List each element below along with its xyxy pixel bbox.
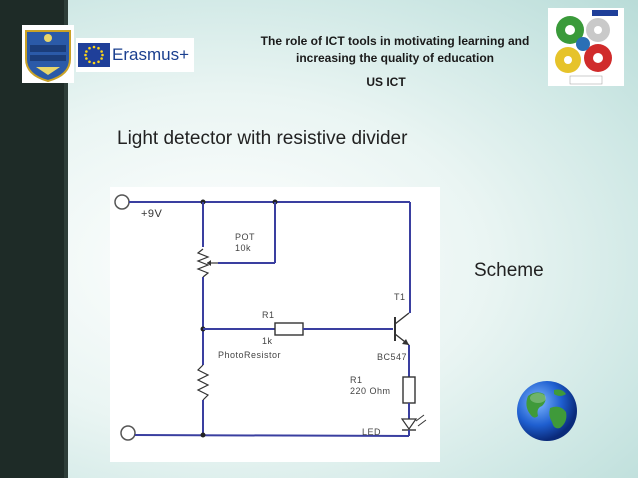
led-resistor-value-label: 220 Ohm	[350, 386, 391, 396]
dacia-pitesti-crest-icon	[22, 25, 74, 83]
ground-terminal	[120, 425, 136, 441]
globe-icon	[514, 378, 580, 444]
led-label: LED	[362, 427, 382, 437]
header-title-line-2: increasing the quality of education	[295, 51, 495, 65]
pot-label: POT	[235, 232, 256, 242]
sidebar-accent-stripe	[64, 0, 68, 478]
supply-voltage-label: +9V	[141, 208, 163, 220]
photoresistor-symbol	[196, 364, 210, 401]
slide-title: Light detector with resistive divider	[117, 128, 408, 149]
led-resistor-symbol	[402, 376, 416, 404]
header-title-line-1: The role of ICT tools in motivating lear…	[260, 34, 530, 48]
base-resistor-value-label: 1k	[262, 336, 273, 346]
led-resistor-label: R1	[350, 375, 363, 385]
photoresistor-label: PhotoResistor	[218, 350, 282, 360]
led-symbol	[400, 418, 418, 431]
pot-value-label: 10k	[235, 243, 252, 253]
transistor-label: T1	[394, 292, 406, 302]
circuit-schematic: +9V POT 10k T1 R1 1k PhotoResistor BC547…	[110, 187, 440, 462]
header-project-name: US ICT	[366, 75, 406, 89]
base-resistor-label: R1	[262, 310, 275, 320]
supply-terminal	[114, 194, 130, 210]
eu-flag-icon	[78, 43, 110, 67]
erasmus-logo: Erasmus+	[76, 38, 194, 72]
erasmus-wordmark: Erasmus+	[112, 45, 189, 64]
ground-rail-wire	[134, 434, 410, 437]
scheme-label: Scheme	[474, 260, 544, 281]
us-ict-gears-icon	[548, 8, 624, 86]
base-resistor-symbol	[274, 322, 304, 336]
transistor-model-label: BC547	[377, 352, 408, 362]
potentiometer-symbol	[196, 248, 210, 278]
